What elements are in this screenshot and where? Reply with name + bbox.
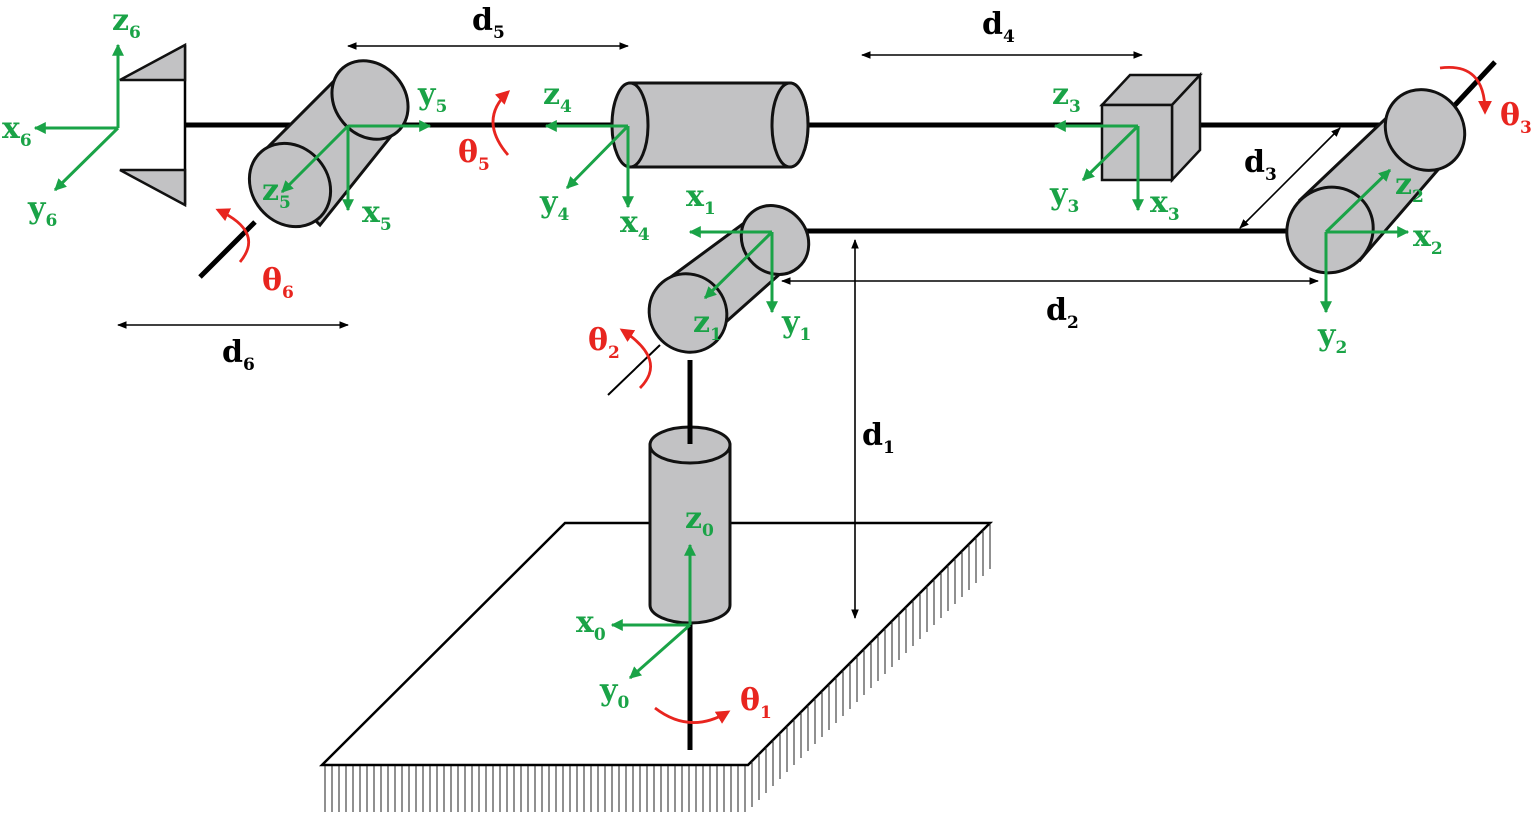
angle-labels: θ1 θ2 θ3 θ5 θ6 [262,98,1532,723]
y1-label: y1 [781,305,811,345]
x2-label: x2 [1413,219,1443,259]
frame-5-axes [280,120,432,212]
theta5-label: θ5 [458,135,490,175]
y3-label: y3 [1049,177,1079,217]
z3-label: z3 [1052,77,1081,117]
y5-label: y5 [417,77,447,117]
joint-2-cylinder [607,204,811,396]
z1-label: z1 [693,305,722,345]
frame-3-axes [1053,120,1144,212]
z6-label: z6 [112,3,141,43]
z4-label: z4 [543,77,572,117]
theta5-rotation-arrow [491,90,511,156]
d3-label: d3 [1244,145,1277,185]
z0-label: z0 [685,501,714,541]
theta3-label: θ3 [1500,98,1532,138]
base-column [648,360,732,750]
d2-label: d2 [1046,293,1079,333]
frame-0-axes [610,543,696,680]
d1-label: d1 [862,418,895,458]
theta1-rotation-arrow [654,706,731,724]
y6-label: y6 [27,191,57,231]
theta2-rotation-arrow [619,328,652,389]
joint-4-cylinder [610,81,810,169]
gripper [119,42,187,208]
distance-labels: d1 d2 d3 d4 d5 d6 [222,3,1277,458]
d4-label: d4 [982,7,1015,47]
y0-label: y0 [599,673,629,713]
z2-label: z2 [1395,167,1424,207]
d5-label: d5 [472,3,505,43]
x6-label: x6 [2,111,32,151]
frame-1-axes [688,226,778,314]
theta6-label: θ6 [262,263,294,303]
frame-6-axes [33,43,124,192]
theta1-label: θ1 [740,683,772,723]
d3-arrow [1239,127,1341,229]
frame-labels: z0 x0 y0 x1 y1 z1 z2 x2 y2 z3 y3 x3 z4 y… [2,3,1443,713]
theta2-label: θ2 [588,323,620,363]
x1-label: x1 [686,179,716,219]
frame-4-axes [544,120,634,209]
z5-label: z5 [262,173,291,213]
x3-label: x3 [1150,185,1180,225]
rotation-arrows [215,65,1492,724]
x5-label: x5 [362,195,392,235]
d6-label: d6 [222,335,255,375]
theta3-rotation-arrow [1439,65,1492,115]
base-plate [318,521,994,812]
x0-label: x0 [576,605,606,645]
dimension-arrows [117,42,1341,619]
y2-label: y2 [1317,318,1347,358]
x4-label: x4 [620,205,650,245]
theta6-rotation-arrow [215,208,251,263]
y4-label: y4 [539,185,569,225]
